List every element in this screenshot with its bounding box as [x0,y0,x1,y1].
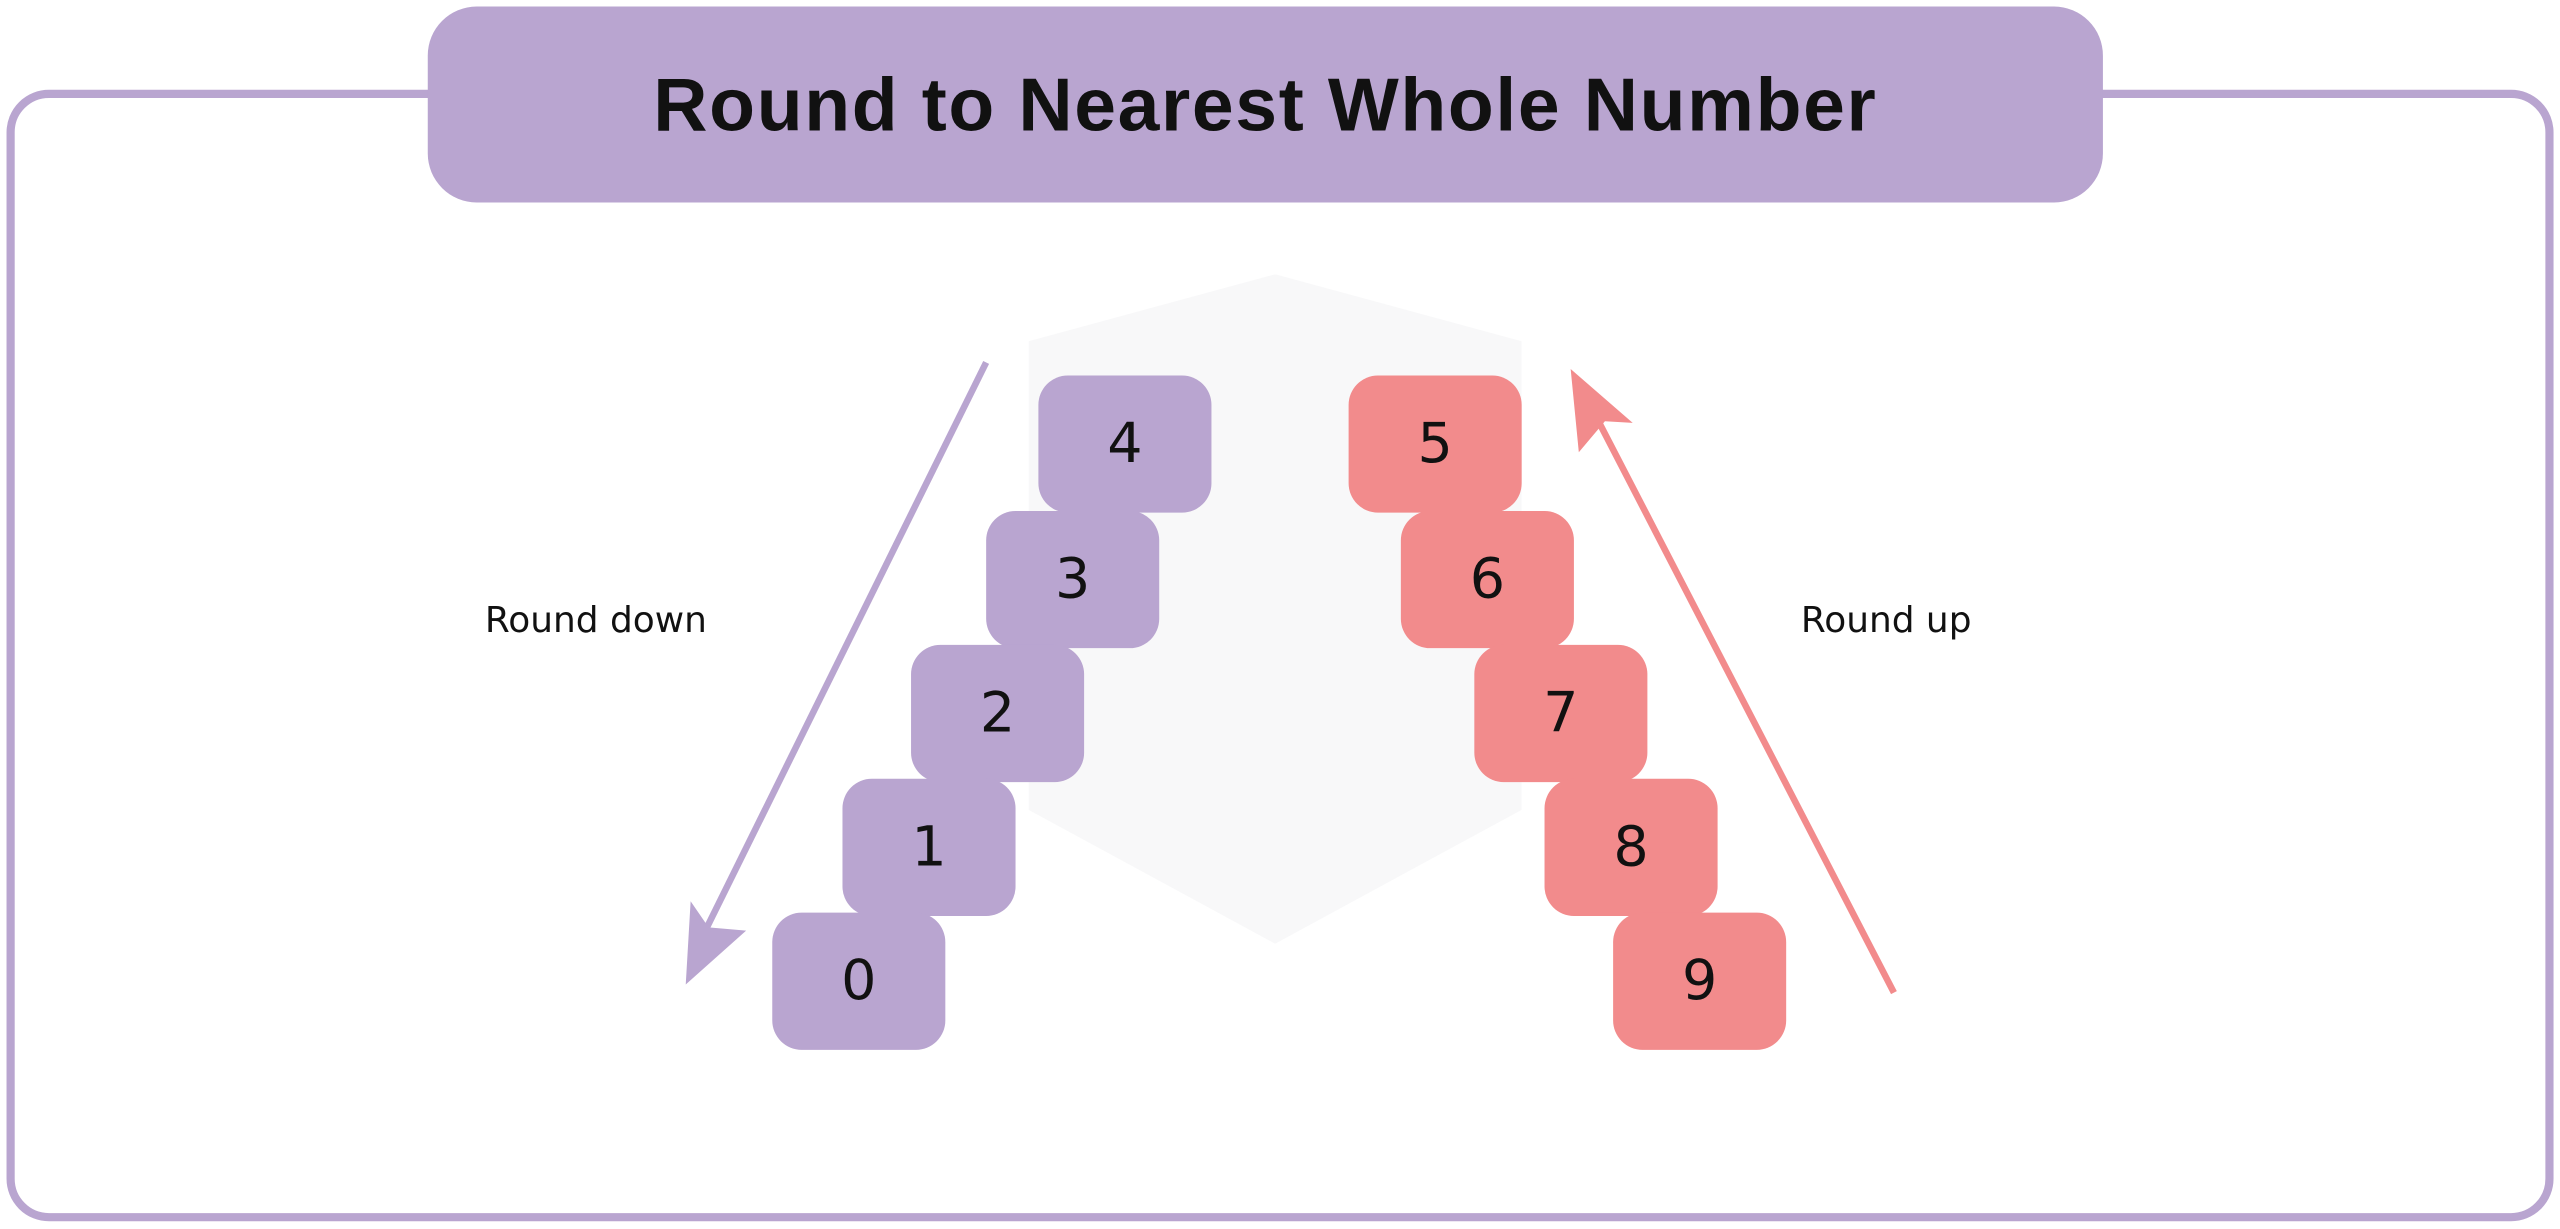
round-down-label: Round down [484,600,707,642]
digit-box-2: 2 [911,644,1085,783]
round-down-arrow [685,361,990,985]
digit-box-0: 0 [772,912,946,1050]
page-title: Round to Nearest Whole Number [653,62,1878,147]
digit-box-9: 9 [1613,912,1787,1050]
digit-box-7: 7 [1474,644,1648,783]
round-up-label: Round up [1800,600,1972,642]
round-up-arrow [1570,368,1897,995]
digit-box-8: 8 [1544,778,1718,916]
digit-box-6: 6 [1400,511,1574,649]
title-banner: Round to Nearest Whole Number [427,6,2103,203]
digit-box-5: 5 [1348,375,1522,513]
digit-box-4: 4 [1038,375,1212,513]
digit-box-1: 1 [842,778,1016,916]
digit-box-3: 3 [986,511,1160,649]
